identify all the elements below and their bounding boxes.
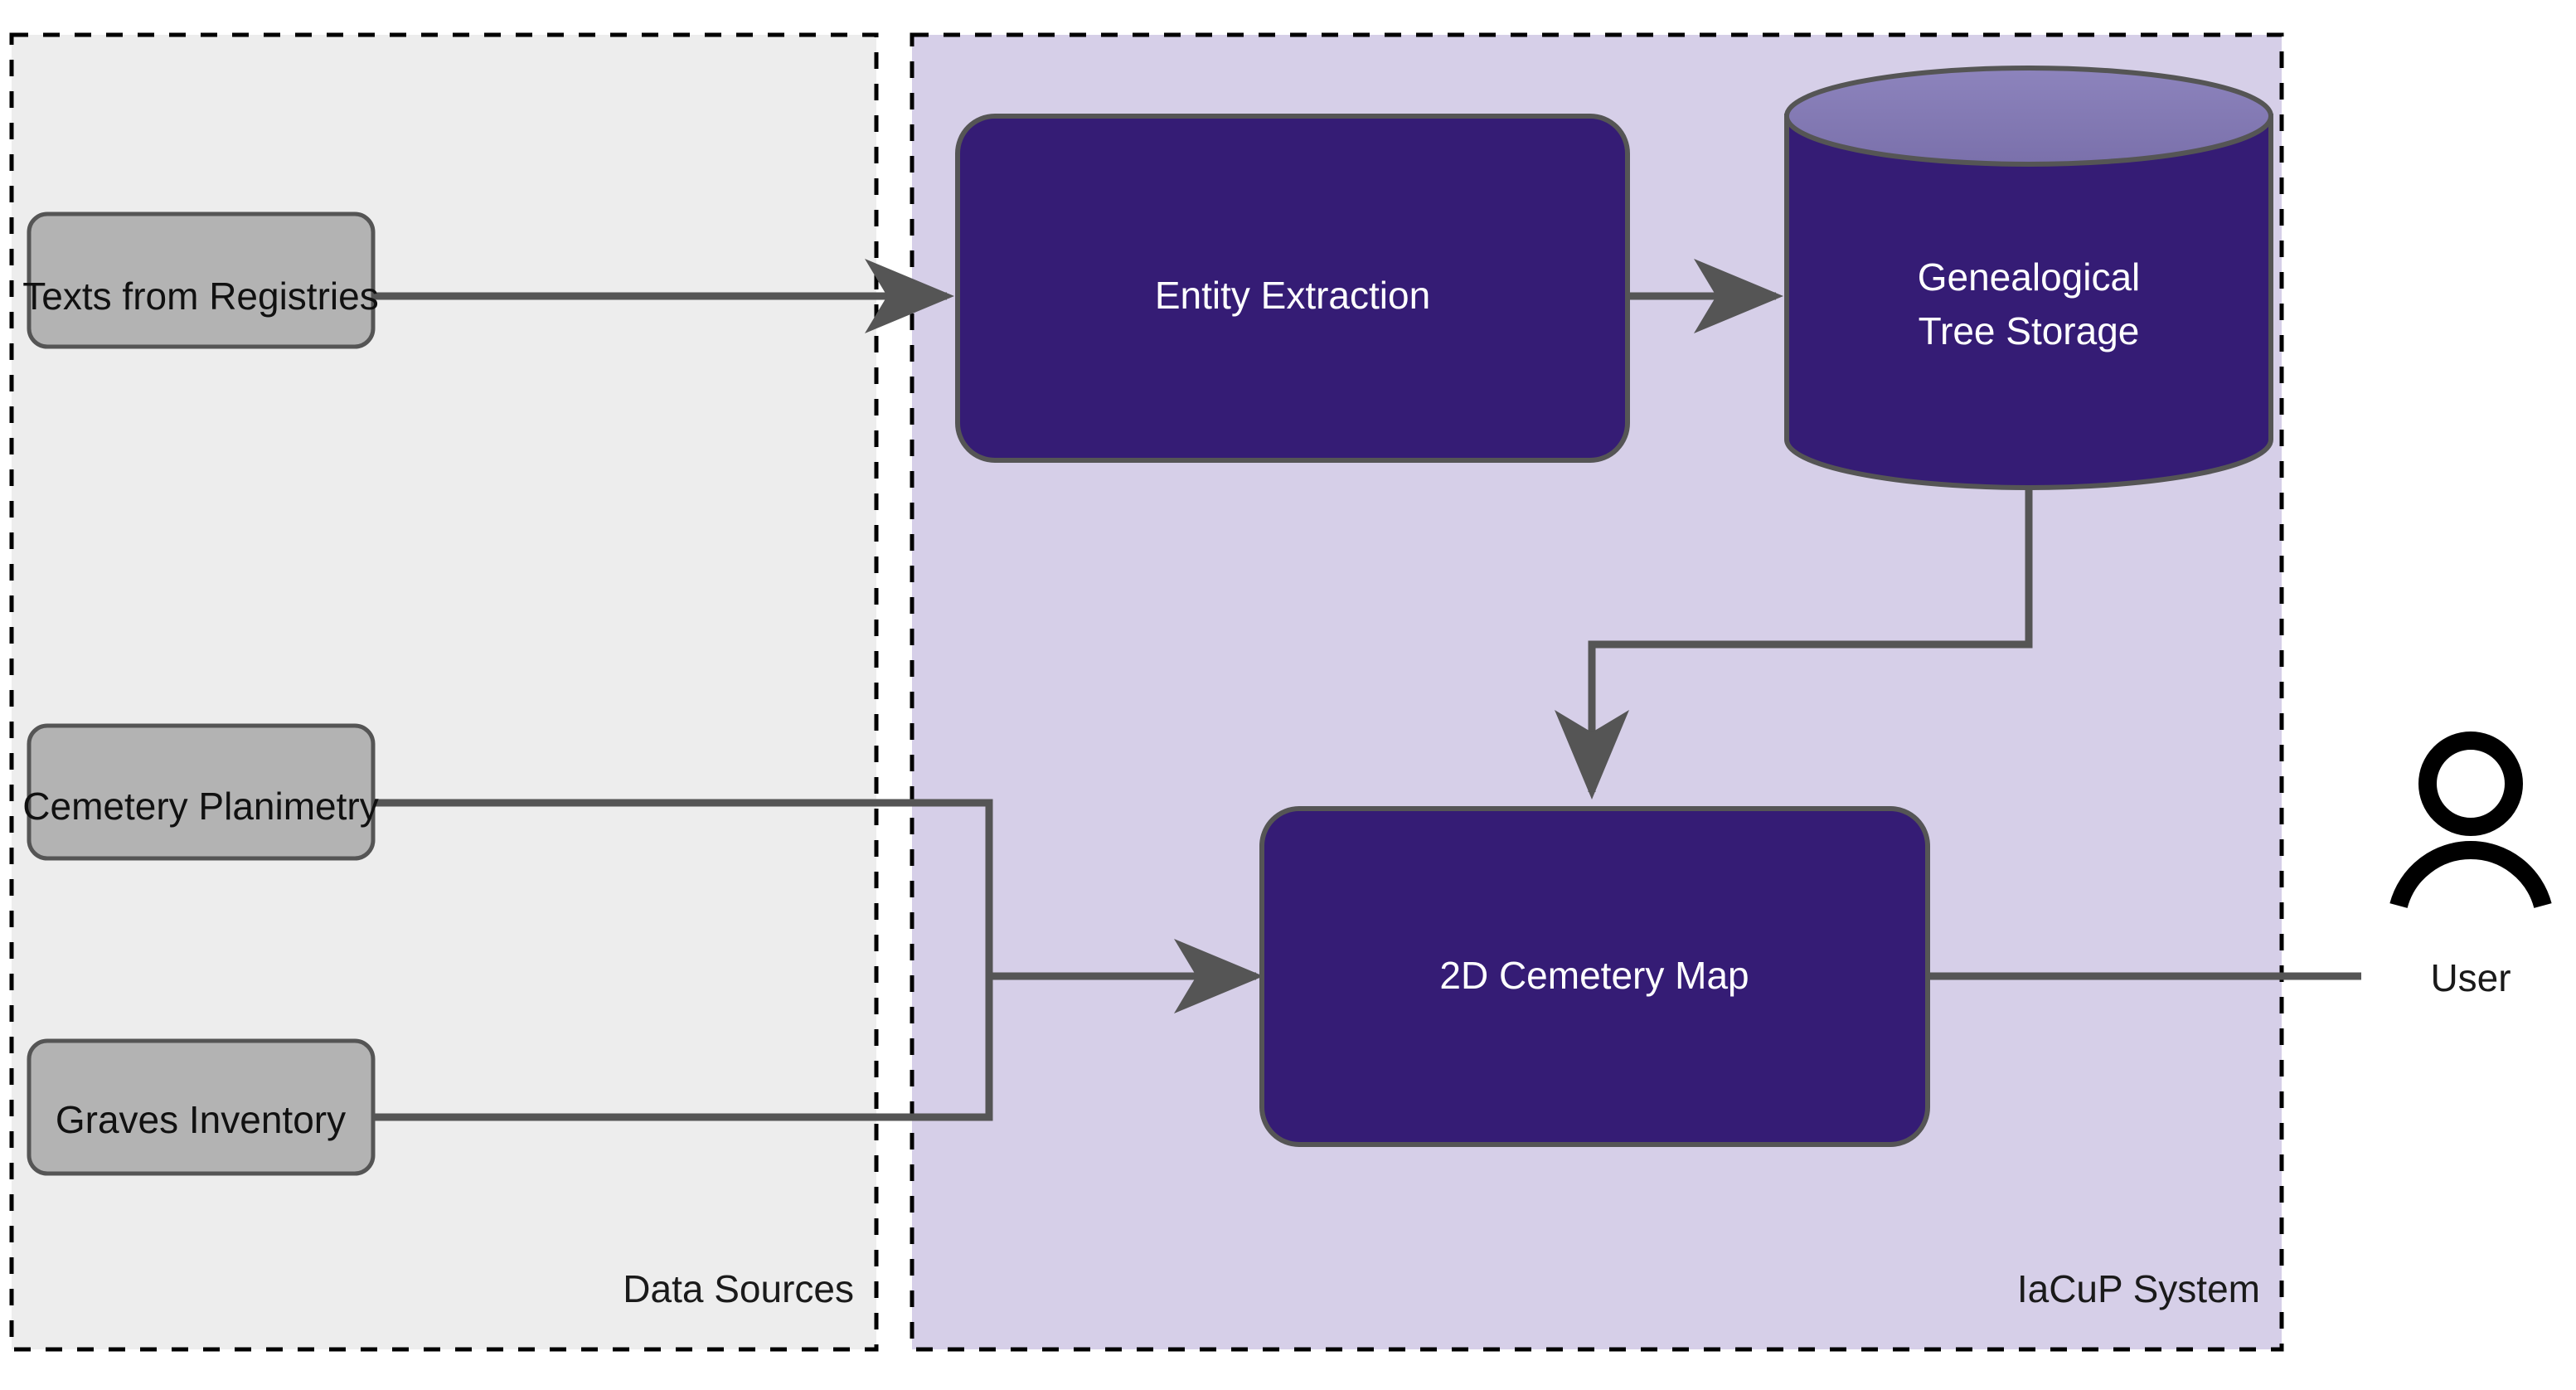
user-head-icon	[2418, 731, 2523, 836]
cylinder-top	[1784, 66, 2273, 167]
node-genealogical-tree-storage[interactable]: Genealogical Tree Storage	[1784, 66, 2273, 490]
node-label: 2D Cemetery Map	[1439, 954, 1749, 997]
node-shape[interactable]	[955, 114, 1630, 463]
node-entity-extraction[interactable]: Entity Extraction	[955, 114, 1630, 463]
edge-storage-to-map	[1555, 485, 2033, 799]
edge-line	[373, 799, 993, 976]
user-body-icon	[2389, 841, 2552, 909]
node-shape[interactable]	[1259, 806, 1930, 1147]
iacup-system-label: IaCuP System	[2017, 1267, 2260, 1310]
actor-label: User	[2430, 956, 2511, 999]
node-shape[interactable]	[27, 723, 376, 861]
edge-line	[373, 976, 993, 1121]
node-label: Entity Extraction	[1155, 274, 1430, 317]
node-cemetery-planimetry[interactable]: Cemetery Planimetry	[22, 723, 379, 861]
node-shape[interactable]	[27, 211, 376, 349]
edge-graves-to-map	[373, 976, 993, 1121]
actor-user[interactable]: User	[2389, 731, 2552, 999]
node-label-line-2: Tree Storage	[1919, 309, 2140, 352]
node-label-line-1: Genealogical	[1918, 255, 2141, 299]
cylinder-body[interactable]	[1784, 114, 2273, 490]
user-icon	[2389, 731, 2552, 909]
edge-line	[1555, 485, 2033, 799]
node-shape[interactable]	[27, 1038, 376, 1176]
node-2d-cemetery-map[interactable]: 2D Cemetery Map	[1259, 806, 1930, 1147]
node-texts-from-registries[interactable]: Texts from Registries	[22, 211, 379, 349]
node-graves-inventory[interactable]: Graves Inventory	[27, 1038, 376, 1176]
data-sources-label: Data Sources	[623, 1267, 854, 1310]
edge-planimetry-to-map	[373, 799, 993, 976]
node-label: Texts from Registries	[22, 275, 378, 318]
node-label: Cemetery Planimetry	[22, 785, 378, 828]
node-label: Graves Inventory	[56, 1098, 346, 1141]
